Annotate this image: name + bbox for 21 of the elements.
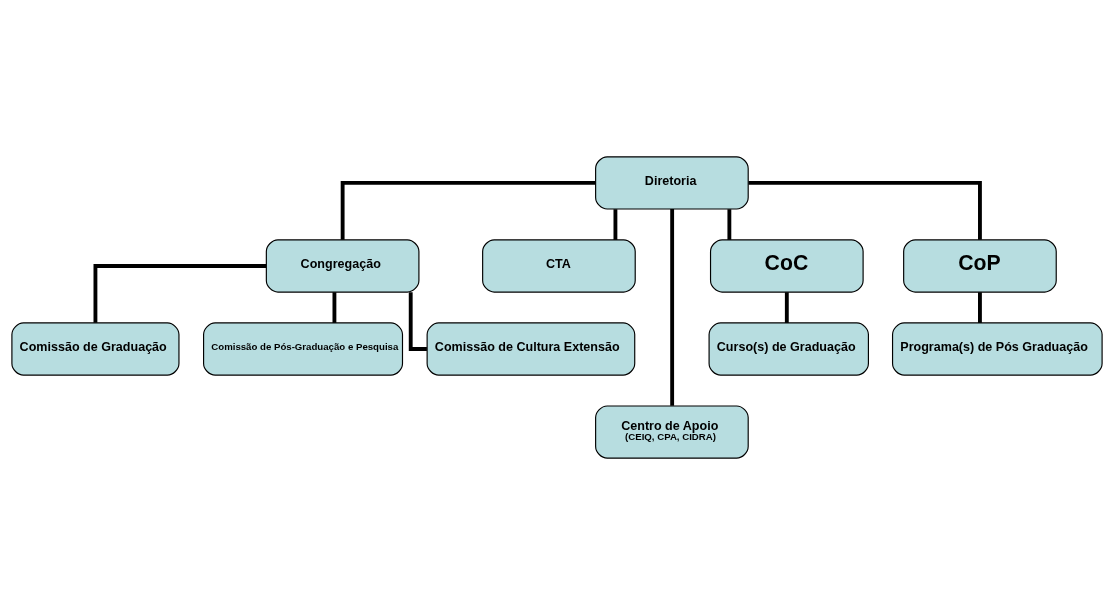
node-box: CoP [903,238,1057,293]
node-box: Programa(s) de Pós Graduação [891,321,1103,376]
connector [340,180,596,240]
connector [93,263,267,323]
node-box: CTA [482,238,636,293]
connector [613,208,618,240]
connector [727,208,732,240]
node-box: Congregação [265,238,420,293]
node-box: Comissão de Pós-Graduação e Pesquisa [203,321,404,376]
connector [748,180,982,240]
node-box: Centro de Apoio (CEIQ, CPA, CIDRA) [595,404,749,459]
connector [332,291,337,323]
node-box: Comissão de Cultura Extensão [426,321,636,376]
connector [784,291,789,323]
node-box: Diretoria [595,155,749,210]
node-box: Comissão de Graduação [11,321,180,376]
connector [408,291,427,351]
node-box: Curso(s) de Graduação [708,321,869,376]
node-box: CoC [709,238,864,293]
connector [978,291,982,323]
connector [670,208,675,406]
